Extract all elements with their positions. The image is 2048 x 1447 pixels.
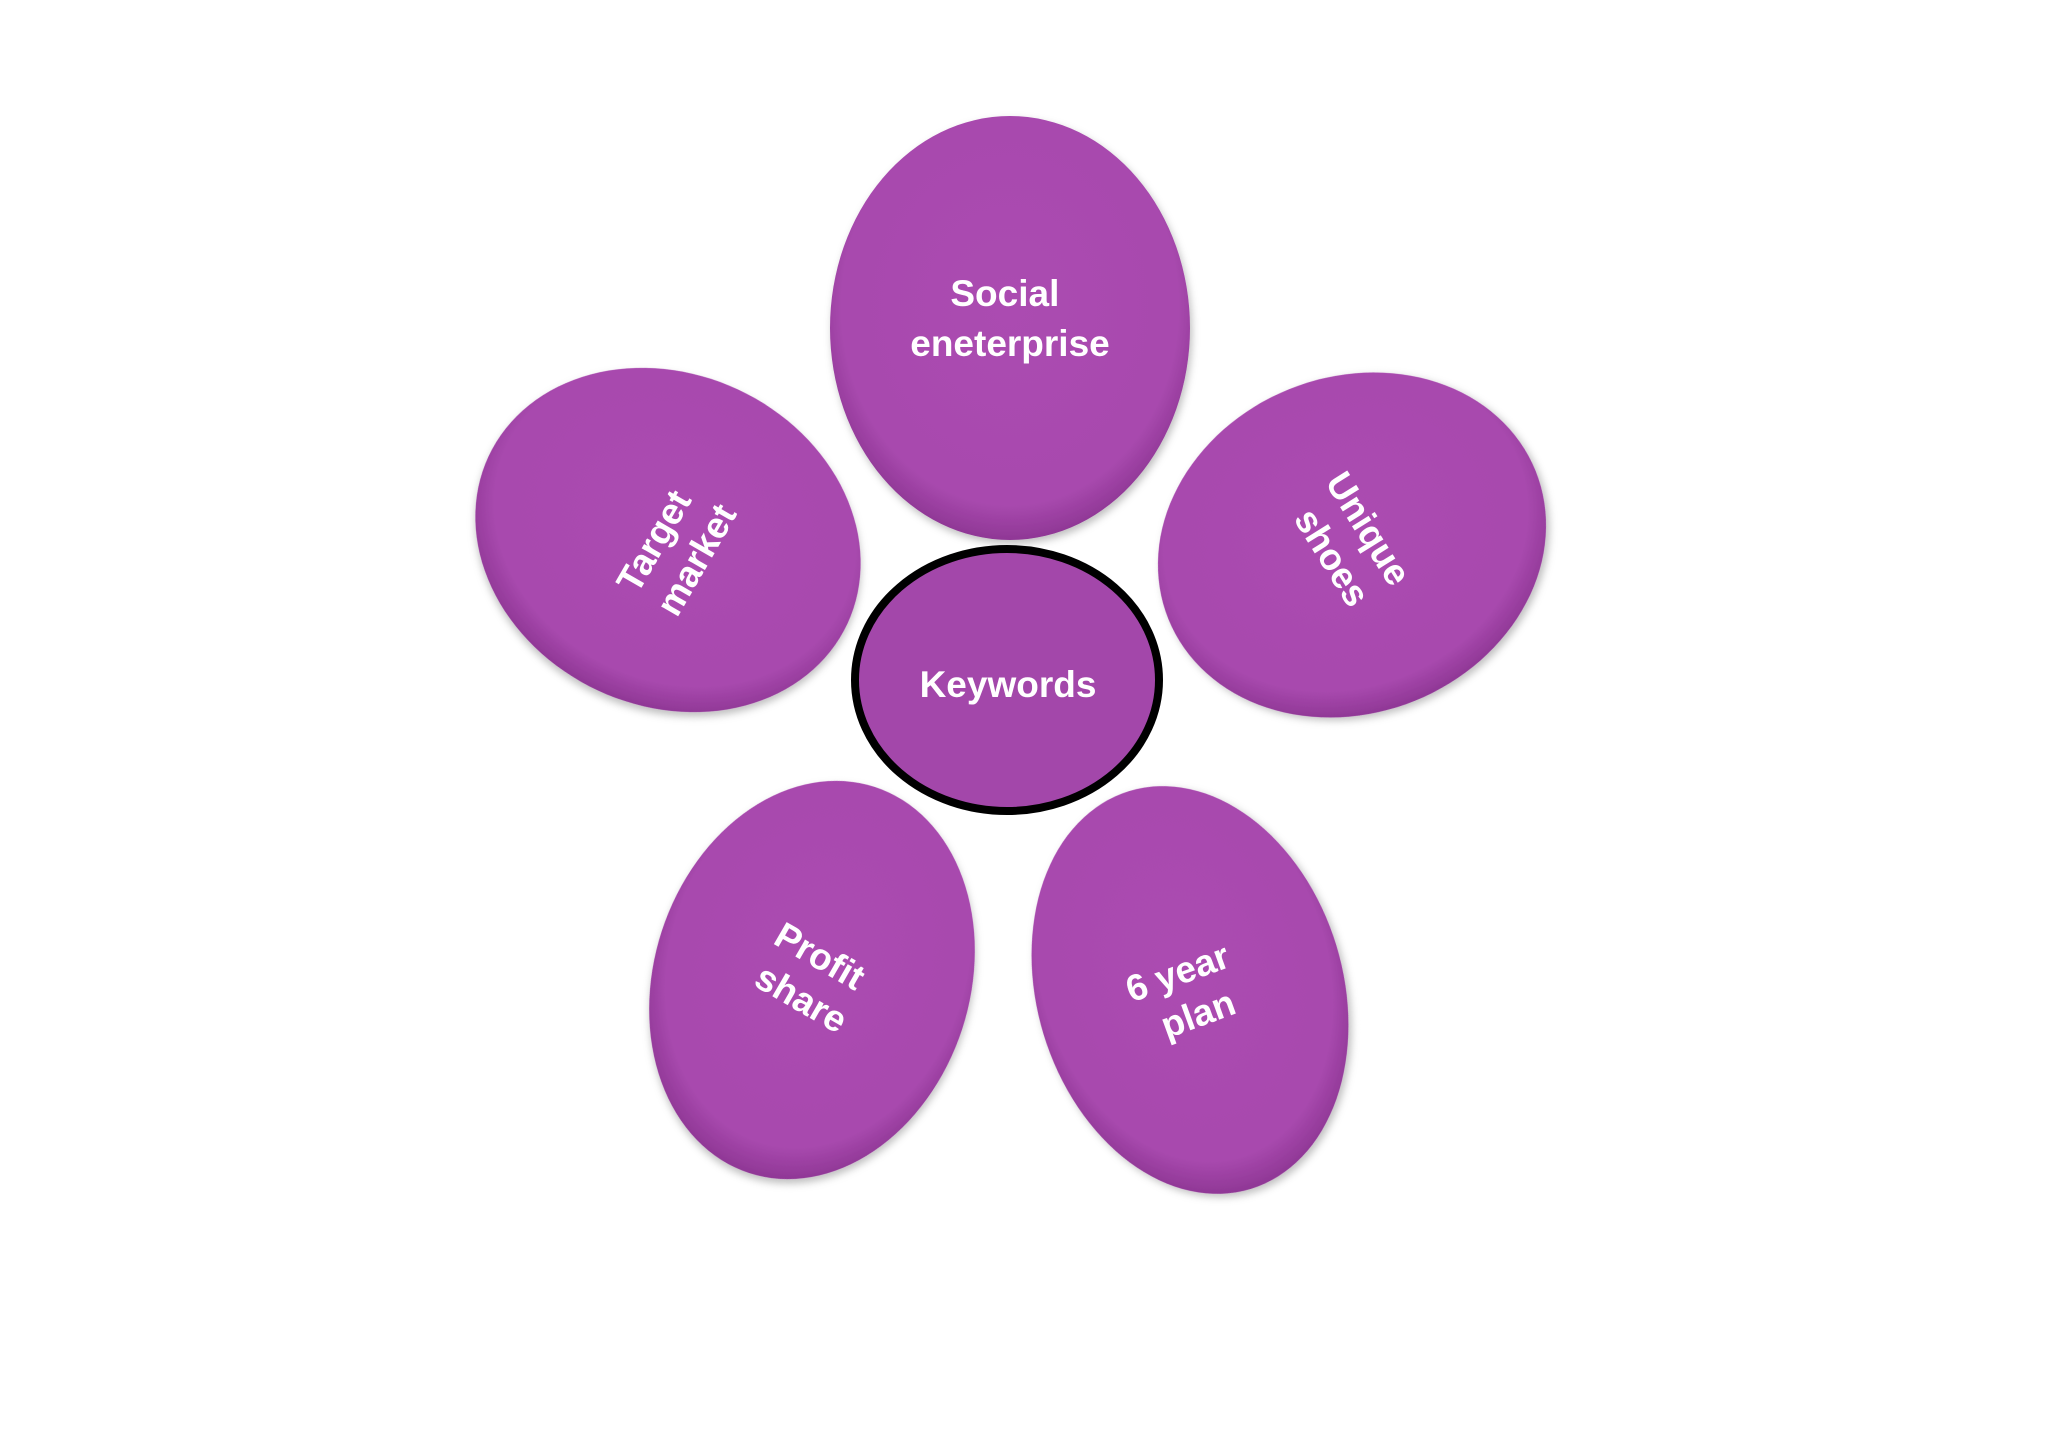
petal-six-year-plan: 6 year plan [1031,786,1349,1194]
center-label: Keywords [920,664,1097,705]
petal-social-enterprise: Social eneterprise [830,116,1190,540]
petal-target-market: Target market [475,367,861,713]
petal-unique-shoes: Unique shoes [1157,372,1547,718]
petal-profit-share: Profit share [649,780,975,1180]
petal-social-enterprise-line-2: eneterprise [910,323,1110,364]
center-node-keywords: Keywords [851,545,1163,815]
svg-text:Social eneterprise: Social eneterprise [910,273,1110,364]
petal-social-enterprise-line-1: Social [950,273,1059,314]
